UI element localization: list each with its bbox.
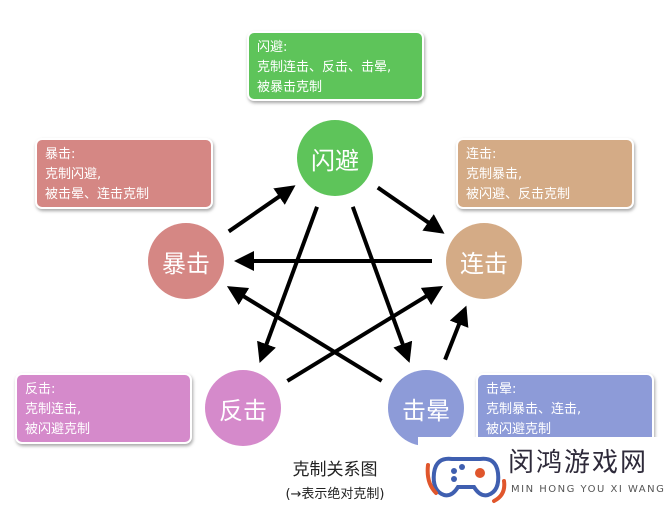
dodge-node: 闪避 [297, 120, 373, 196]
box-line: 克制连击, [25, 402, 82, 417]
counter-node: 反击 [205, 370, 281, 446]
arrow-dodge-to-counter [257, 206, 319, 363]
counter-info-box: 反击: 克制连击, 被闪避克制 [15, 373, 192, 444]
arrow-dodge-to-combo [376, 185, 445, 234]
stun-node: 击晕 [388, 370, 464, 446]
crit-info-box: 暴击: 克制闪避, 被击晕、连击克制 [35, 138, 213, 209]
box-line: 被闪避、反击克制 [466, 187, 571, 202]
box-line: 闪避: [257, 40, 288, 55]
diagram-caption-title: 克制关系图 [292, 460, 378, 480]
box-line: 克制连击、反击、击晕, [257, 60, 392, 75]
arrow-counter-to-combo [286, 285, 444, 383]
box-line: 克制闪避, [45, 167, 102, 182]
watermark-subtitle: MIN HONG YOU XI WANG [511, 484, 666, 495]
box-line: 被闪避克制 [486, 422, 552, 437]
dodge-info-box: 闪避: 克制连击、反击、击晕, 被暴击克制 [247, 31, 424, 101]
box-line: 克制暴击、连击, [486, 402, 582, 417]
watermark-panel: 闵鸿游戏网 MIN HONG YOU XI WANG [418, 437, 666, 515]
combo-info-box: 连击: 克制暴击, 被闪避、反击克制 [456, 138, 634, 209]
combo-node: 连击 [446, 223, 522, 299]
stun-info-box: 击晕: 克制暴击、连击, 被闪避克制 [476, 373, 654, 444]
diagram-caption-subtitle: (→表示绝对克制) [285, 487, 385, 502]
box-line: 克制暴击, [466, 167, 523, 182]
watermark-title: 闵鸿游戏网 [508, 448, 649, 478]
box-line: 击晕: [486, 382, 517, 397]
gamepad-logo-icon [425, 456, 507, 503]
box-line: 被闪避克制 [25, 422, 91, 437]
box-line: 被暴击克制 [257, 80, 323, 95]
box-line: 反击: [25, 382, 56, 397]
box-line: 被击晕、连击克制 [45, 187, 150, 202]
arrow-dodge-to-stun [350, 206, 413, 363]
crit-node: 暴击 [148, 223, 224, 299]
arrow-crit-to-dodge [227, 185, 296, 234]
arrow-stun-to-combo [443, 305, 469, 361]
box-line: 连击: [466, 147, 497, 162]
box-line: 暴击: [45, 147, 76, 162]
arrow-stun-to-crit [226, 286, 383, 383]
